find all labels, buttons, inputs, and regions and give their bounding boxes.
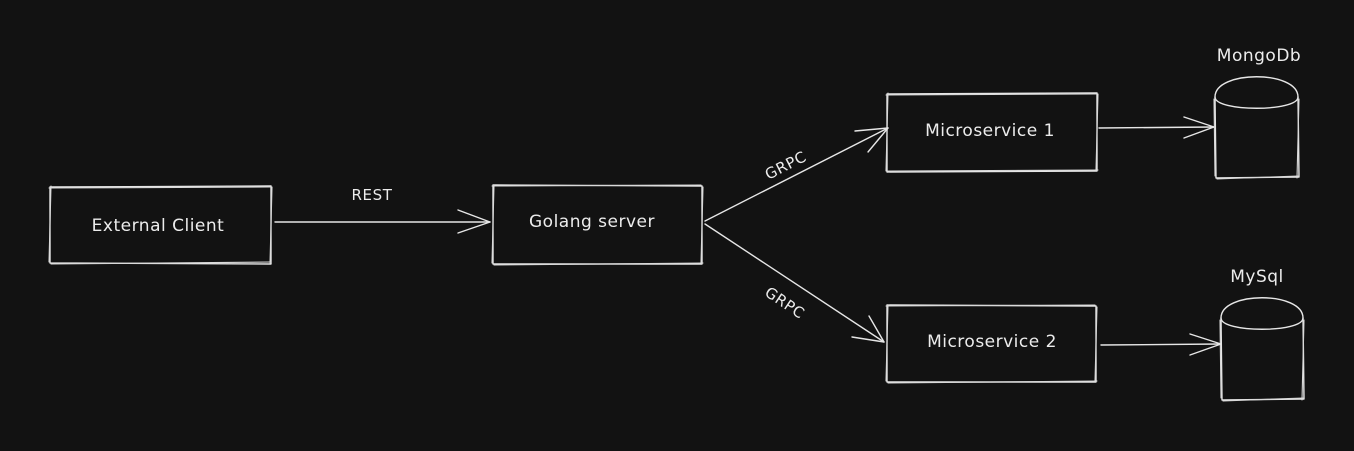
mysql-database-node[interactable]: MySql <box>1219 267 1305 402</box>
microservice-1-label: Microservice 1 <box>925 121 1055 141</box>
golang-server-node[interactable]: Golang server <box>491 184 704 266</box>
rest-arrow: REST <box>274 186 491 234</box>
microservice-2-node[interactable]: Microservice 2 <box>885 304 1098 384</box>
grpc-arrow-ms2: GRPC <box>704 223 885 343</box>
microservice-2-label: Microservice 2 <box>927 332 1057 352</box>
external-client-node[interactable]: External Client <box>48 185 273 265</box>
rest-label: REST <box>352 186 393 204</box>
mysql-label: MySql <box>1230 267 1284 287</box>
ms2-to-mysql-arrow <box>1100 333 1222 356</box>
ms1-to-mongodb-arrow <box>1098 116 1215 139</box>
grpc-label-ms1: GRPC <box>762 148 809 184</box>
grpc-arrow-ms1: GRPC <box>704 127 889 222</box>
mongodb-label: MongoDb <box>1217 46 1301 66</box>
microservice-1-node[interactable]: Microservice 1 <box>885 92 1099 173</box>
grpc-label-ms2: GRPC <box>762 283 809 323</box>
external-client-label: External Client <box>92 216 225 236</box>
mongodb-database-node[interactable]: MongoDb <box>1213 46 1301 180</box>
golang-server-label: Golang server <box>529 212 655 232</box>
